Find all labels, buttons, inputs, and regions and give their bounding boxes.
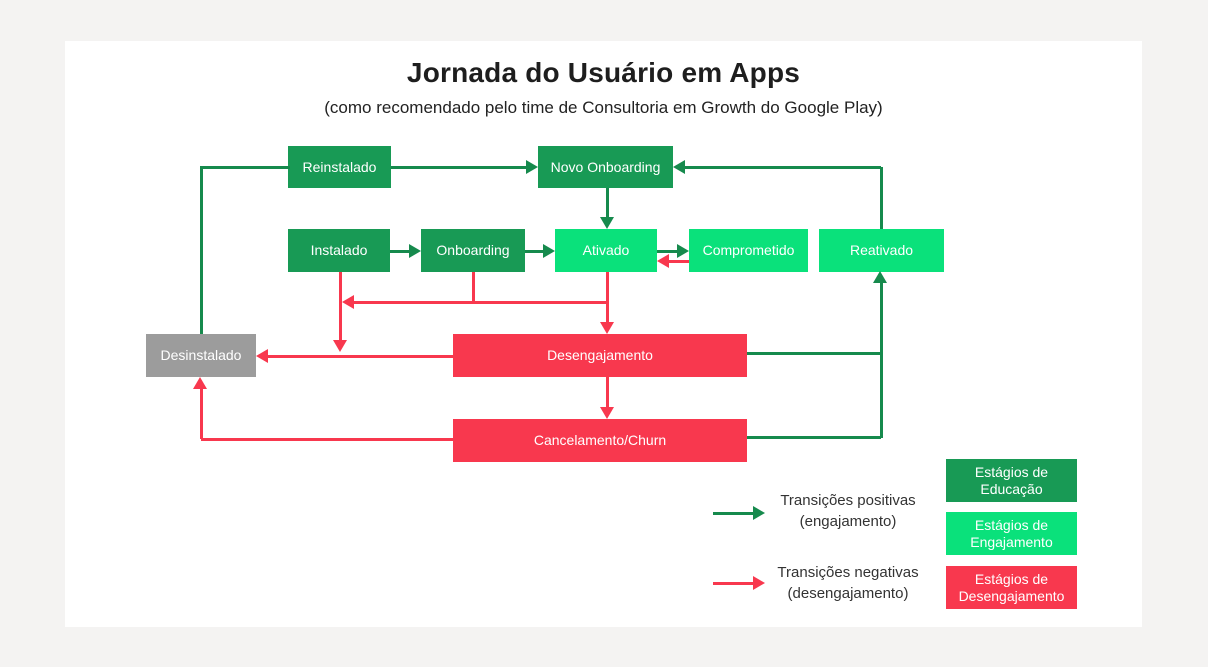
legend-stage-educacao: Estágios de Educação (946, 459, 1077, 502)
edge-reativado-novo-onboarding-arrowhead (673, 160, 685, 174)
legend-negative-label: Transições negativas (desengajamento) (758, 562, 938, 604)
edge-desinstalado-reinstalado-vline (199, 167, 203, 334)
edge-cancelamento-desinstalado-hline (201, 437, 453, 441)
edge-comprometido-ativado-line (669, 259, 689, 263)
node-desinstalado: Desinstalado (146, 334, 256, 377)
edge-branch-arrowhead (342, 295, 354, 309)
node-reativado: Reativado (819, 229, 944, 272)
edge-instalado-onboarding-line (390, 249, 409, 253)
edge-comprometido-ativado-arrowhead (657, 254, 669, 268)
legend-positive-line2: (engajamento) (799, 513, 897, 530)
legend-positive-label: Transições positivas (engajamento) (758, 490, 938, 532)
edge-onboarding-ativado-arrowhead (543, 244, 555, 258)
edge-desengajamento-cancelamento-line (605, 377, 609, 407)
legend-positive-arrow-icon (753, 506, 765, 520)
legend-stage-desengajamento: Estágios de Desengajamento (946, 566, 1077, 609)
edge-ativado-comprometido-arrowhead (677, 244, 689, 258)
edge-ativado-comprometido-line (657, 249, 677, 253)
legend-negative-line1: Transições negativas (777, 564, 919, 581)
legend-negative-line2: (desengajamento) (787, 585, 909, 602)
legend-positive-line1: Transições positivas (780, 492, 916, 509)
edge-cancelamento-reativado-hline (747, 435, 881, 439)
diagram-card: Jornada do Usuário em Apps (como recomen… (65, 41, 1142, 627)
edge-cancelamento-desinstalado-vline (199, 389, 203, 439)
edge-branch-hline (354, 300, 607, 304)
legend-stage-engajamento: Estágios de Engajamento (946, 512, 1077, 555)
node-comprometido: Comprometido (689, 229, 808, 272)
edge-desengajamento-desinstalado-line (268, 354, 453, 358)
edge-onboarding-ativado-line (525, 249, 543, 253)
edge-ativado-desengajamento-arrowhead (600, 322, 614, 334)
edge-novo-onboarding-ativado-arrowhead (600, 217, 614, 229)
page-subtitle: (como recomendado pelo time de Consultor… (324, 98, 883, 117)
edge-instalado-onboarding-arrowhead (409, 244, 421, 258)
edge-instalado-drop-arrowhead (333, 340, 347, 352)
edge-desengajamento-desinstalado-arrowhead (256, 349, 268, 363)
legend-negative-arrow-icon (753, 576, 765, 590)
edge-reinstalado-novo-onboarding-arrowhead (526, 160, 538, 174)
edge-instalado-drop-line (338, 272, 342, 340)
edge-to-reativado-arrowhead (873, 271, 887, 283)
node-desengajamento: Desengajamento (453, 334, 747, 377)
edge-desengajamento-reativado-hline (747, 351, 881, 355)
edge-desengajamento-cancelamento-arrowhead (600, 407, 614, 419)
node-reinstalado: Reinstalado (288, 146, 391, 188)
page-title: Jornada do Usuário em Apps (406, 57, 801, 88)
node-cancelamento-churn: Cancelamento/Churn (453, 419, 747, 462)
edge-reinstalado-novo-onboarding-line (391, 165, 526, 169)
legend-positive-arrow-line (713, 511, 753, 515)
legend-negative-arrow-line (713, 581, 753, 585)
node-instalado: Instalado (288, 229, 390, 272)
edge-ativado-desengajamento-line (605, 272, 609, 322)
edge-desinstalado-reinstalado-hline (199, 165, 290, 169)
edge-novo-onboarding-ativado-line (605, 188, 609, 217)
node-novo-onboarding: Novo Onboarding (538, 146, 673, 188)
edge-cancelamento-desinstalado-arrowhead (193, 377, 207, 389)
edge-reativado-novo-onboarding-vline (879, 167, 883, 229)
edge-reativado-novo-onboarding-hline (685, 165, 881, 169)
node-ativado: Ativado (555, 229, 657, 272)
edge-onboarding-drop-line (471, 272, 475, 302)
edge-to-reativado-vline (879, 283, 883, 438)
node-onboarding: Onboarding (421, 229, 525, 272)
